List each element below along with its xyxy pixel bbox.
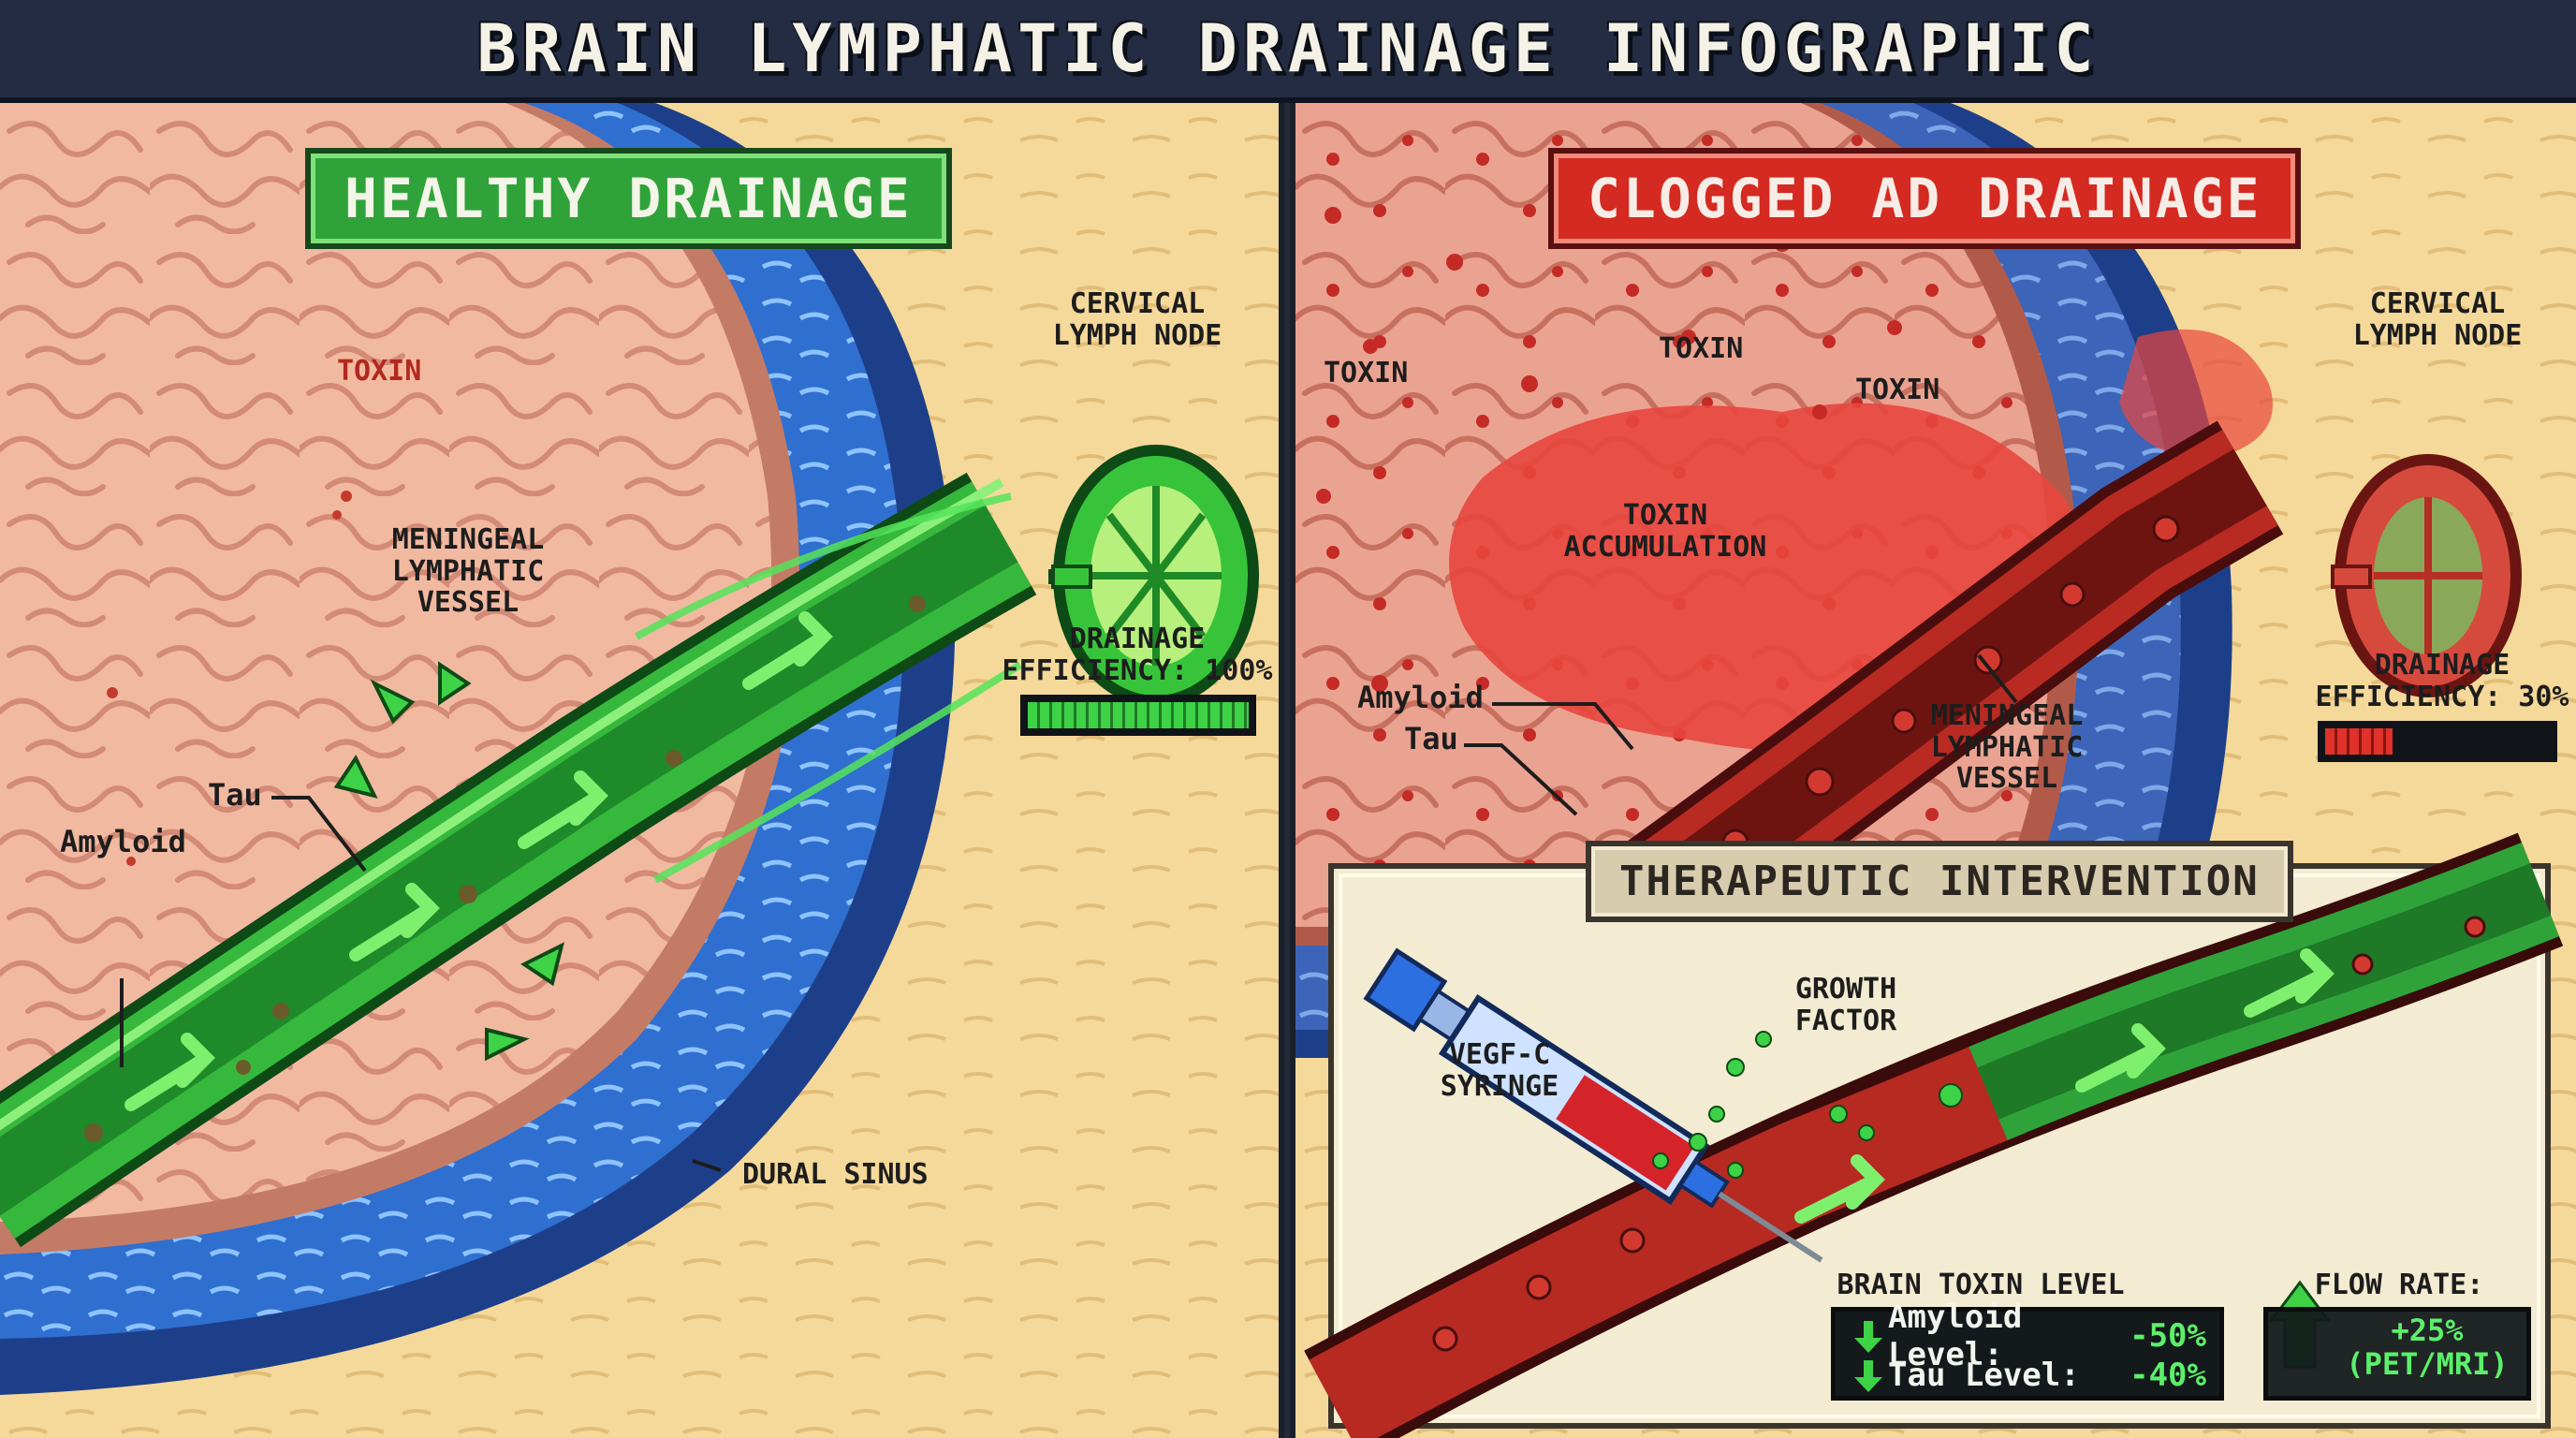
tau-level-name: Tau Level: — [1888, 1357, 2080, 1394]
label-line: ACCUMULATION — [1563, 530, 1767, 564]
label-line: SYRINGE — [1440, 1069, 1559, 1103]
healthy-panel: HEALTHY DRAINAGE TOXIN CERVICAL LYMPH NO… — [0, 103, 1284, 1438]
label-line: VESSEL — [1955, 762, 2058, 796]
flow-rate-note: (PET/MRI) — [2346, 1345, 2509, 1382]
clogged-lymph-node — [2331, 454, 2522, 697]
toxin-label: TOXIN — [1855, 374, 1940, 406]
label-line: FACTOR — [1794, 1004, 1897, 1037]
tau-level-value: -40% — [2130, 1357, 2206, 1394]
growth-factor-label: GROWTH FACTOR — [1752, 974, 1939, 1036]
flow-rate-title: FLOW RATE: — [2314, 1269, 2484, 1301]
toxin-label: TOXIN — [1659, 332, 1744, 365]
brain-toxin-level-title: BRAIN TOXIN LEVEL — [1837, 1269, 2125, 1301]
healthy-lymph-node — [1048, 445, 1259, 707]
vegf-c-syringe — [1363, 947, 1823, 1263]
label-line: LYMPH NODE — [2352, 318, 2523, 352]
healthy-efficiency-bar — [1020, 695, 1256, 736]
amyloid-label: Amyloid — [60, 824, 186, 859]
therapy-vessel — [1304, 832, 2564, 1438]
tau-label: Tau — [1404, 721, 1458, 756]
toxin-label: TOXIN — [1324, 357, 1409, 389]
title-bar: BRAIN LYMPHATIC DRAINAGE INFOGRAPHIC — [0, 0, 2576, 103]
brain-toxin-level-box: Amyloid Level: -50% Tau Level: -40% — [1831, 1299, 2224, 1401]
page-title: BRAIN LYMPHATIC DRAINAGE INFOGRAPHIC — [476, 10, 2100, 87]
cervical-lymph-node-label: CERVICAL LYMPH NODE — [1016, 288, 1259, 351]
label-line: VEGF-C — [1448, 1038, 1551, 1071]
amyloid-label: Amyloid — [1357, 680, 1484, 715]
dural-sinus-label: DURAL SINUS — [742, 1158, 929, 1191]
label-line: LYMPHATIC — [1930, 730, 2084, 764]
drainage-efficiency-label: DRAINAGE EFFICIENCY: 100% — [992, 623, 1279, 687]
clogged-banner: CLOGGED AD DRAINAGE — [1548, 148, 2302, 249]
flow-rate-value-text: +25% — [2391, 1313, 2464, 1348]
drainage-efficiency-label: DRAINAGE EFFICIENCY: 30% — [2306, 650, 2576, 712]
cervical-lymph-node-label: CERVICAL LYMPH NODE — [2325, 288, 2550, 351]
flow-rate-value: +25% (PET/MRI) — [2329, 1313, 2525, 1382]
label-line: CERVICAL — [2369, 287, 2506, 320]
label-line: EFFICIENCY: 30% — [2315, 680, 2569, 713]
label-line: MENINGEAL — [391, 523, 545, 556]
meningeal-vessel-label: MENINGEAL LYMPHATIC VESSEL — [1904, 700, 2110, 795]
flow-rate-box — [2263, 1307, 2531, 1401]
label-line: CERVICAL — [1069, 287, 1206, 320]
amyloid-level-value: -50% — [2130, 1317, 2206, 1355]
toxin-accumulation-label: TOXIN ACCUMULATION — [1548, 500, 1782, 563]
amyloid-level-row: Amyloid Level: -50% — [1845, 1299, 2206, 1373]
healthy-lymphatic-vessel — [0, 472, 1037, 1248]
label-line: MENINGEAL — [1930, 699, 2084, 732]
label-line: LYMPH NODE — [1052, 318, 1222, 352]
healthy-illustration — [0, 103, 1279, 1438]
efficiency-bar-fill — [2325, 728, 2393, 755]
label-line: GROWTH — [1794, 973, 1897, 1005]
clogged-efficiency-bar — [2318, 721, 2557, 762]
label-line: VESSEL — [417, 586, 520, 620]
toxin-label: TOXIN — [337, 355, 422, 388]
tau-level-row: Tau Level: -40% — [1845, 1357, 2206, 1394]
meningeal-vessel-label: MENINGEAL LYMPHATIC VESSEL — [365, 524, 571, 619]
label-line: LYMPHATIC — [391, 554, 545, 588]
therapy-banner: THERAPEUTIC INTERVENTION — [1586, 841, 2293, 922]
efflux-arrows — [333, 661, 564, 1062]
label-line: EFFICIENCY: 100% — [1002, 653, 1273, 687]
efficiency-bar-fill — [1028, 702, 1249, 728]
amyloid-level-name: Amyloid Level: — [1888, 1299, 2023, 1373]
label-line: DRAINAGE — [2374, 649, 2510, 682]
down-arrow-icon — [1854, 1321, 1882, 1353]
label-line: DRAINAGE — [1069, 623, 1206, 655]
clogged-panel: CLOGGED AD DRAINAGE TOXIN TOXIN TOXIN TO… — [1290, 103, 2576, 1438]
label-line: TOXIN — [1622, 499, 1708, 532]
syringe-label: VEGF-C SYRINGE — [1406, 1039, 1593, 1102]
healthy-banner: HEALTHY DRAINAGE — [305, 148, 952, 249]
down-arrow-icon — [1854, 1360, 1882, 1392]
tau-label: Tau — [208, 777, 262, 813]
